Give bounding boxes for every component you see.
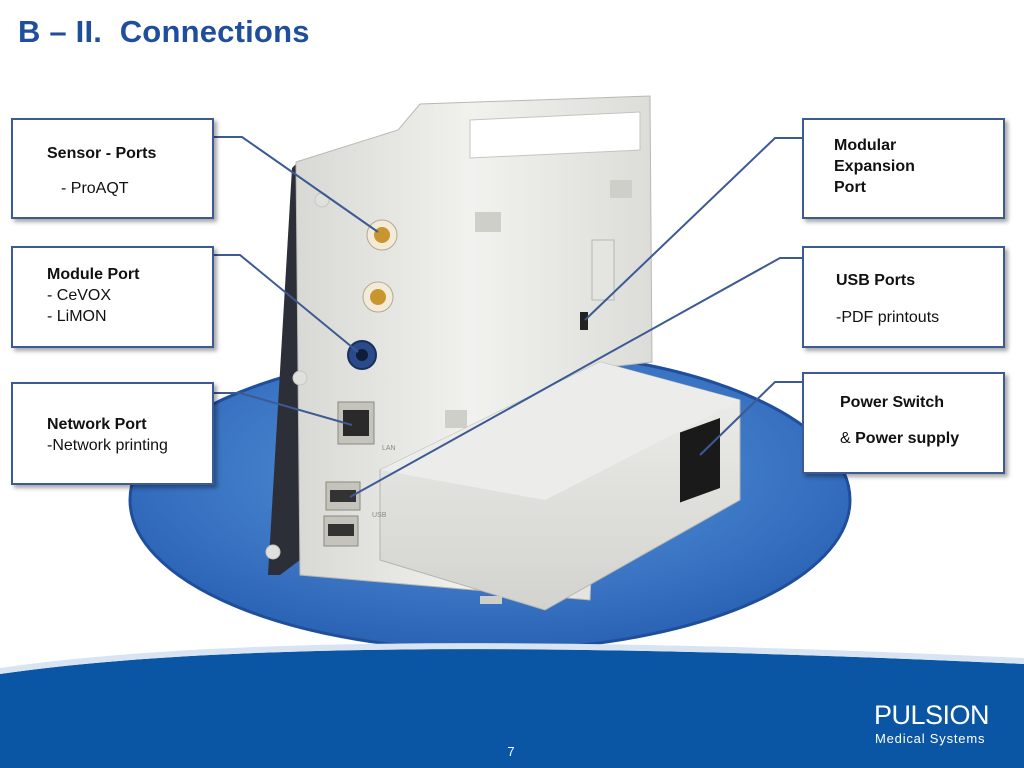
callout-heading: USB Ports (836, 272, 916, 289)
leader-network (214, 392, 353, 426)
usb-label: USB (372, 512, 387, 519)
logo-brand: PULSION (874, 700, 990, 730)
leader-sensor (214, 136, 379, 233)
callout-text: - CeVOX (47, 287, 112, 304)
callout-heading: Power Switch (840, 394, 945, 411)
ampersand: & (840, 430, 856, 447)
lan-label: LAN (382, 445, 396, 452)
callout-text: - LiMON (47, 308, 107, 325)
callout-heading: Network Port (47, 416, 147, 433)
leader-usb (349, 257, 802, 498)
callout-heading: Modular (834, 137, 897, 154)
leader-module (214, 254, 359, 353)
footer-band (0, 643, 1024, 768)
callout-heading: Expansion (834, 158, 915, 175)
callout-text: -Network printing (47, 437, 168, 454)
callout-power: Power Switch & Power supply (802, 372, 1005, 474)
callout-heading: Port (834, 179, 866, 196)
callout-heading: Sensor - Ports (47, 145, 157, 162)
callout-text: -PDF printouts (836, 309, 940, 326)
slide-title: B – II. Connections (18, 14, 310, 49)
device-body (265, 95, 741, 611)
callout-usb-ports: USB Ports -PDF printouts (802, 246, 1005, 348)
callout-network-port: Network Port -Network printing (11, 382, 214, 485)
leader-modular (584, 137, 802, 321)
callout-text: & Power supply (840, 428, 959, 449)
logo-tagline: Medical Systems (875, 731, 986, 746)
callout-heading: Power supply (855, 430, 960, 447)
callout-heading: Module Port (47, 266, 140, 283)
page-number: 7 (507, 744, 515, 759)
callout-module-port: Module Port - CeVOX - LiMON (11, 246, 214, 348)
pulsion-logo: PULSION Medical Systems (872, 700, 1002, 750)
leader-power (699, 381, 802, 456)
callout-modular-expansion-port: Modular Expansion Port (802, 118, 1005, 219)
callout-sensor-ports: Sensor - Ports - ProAQT (11, 118, 214, 219)
callout-text: - ProAQT (61, 180, 129, 197)
